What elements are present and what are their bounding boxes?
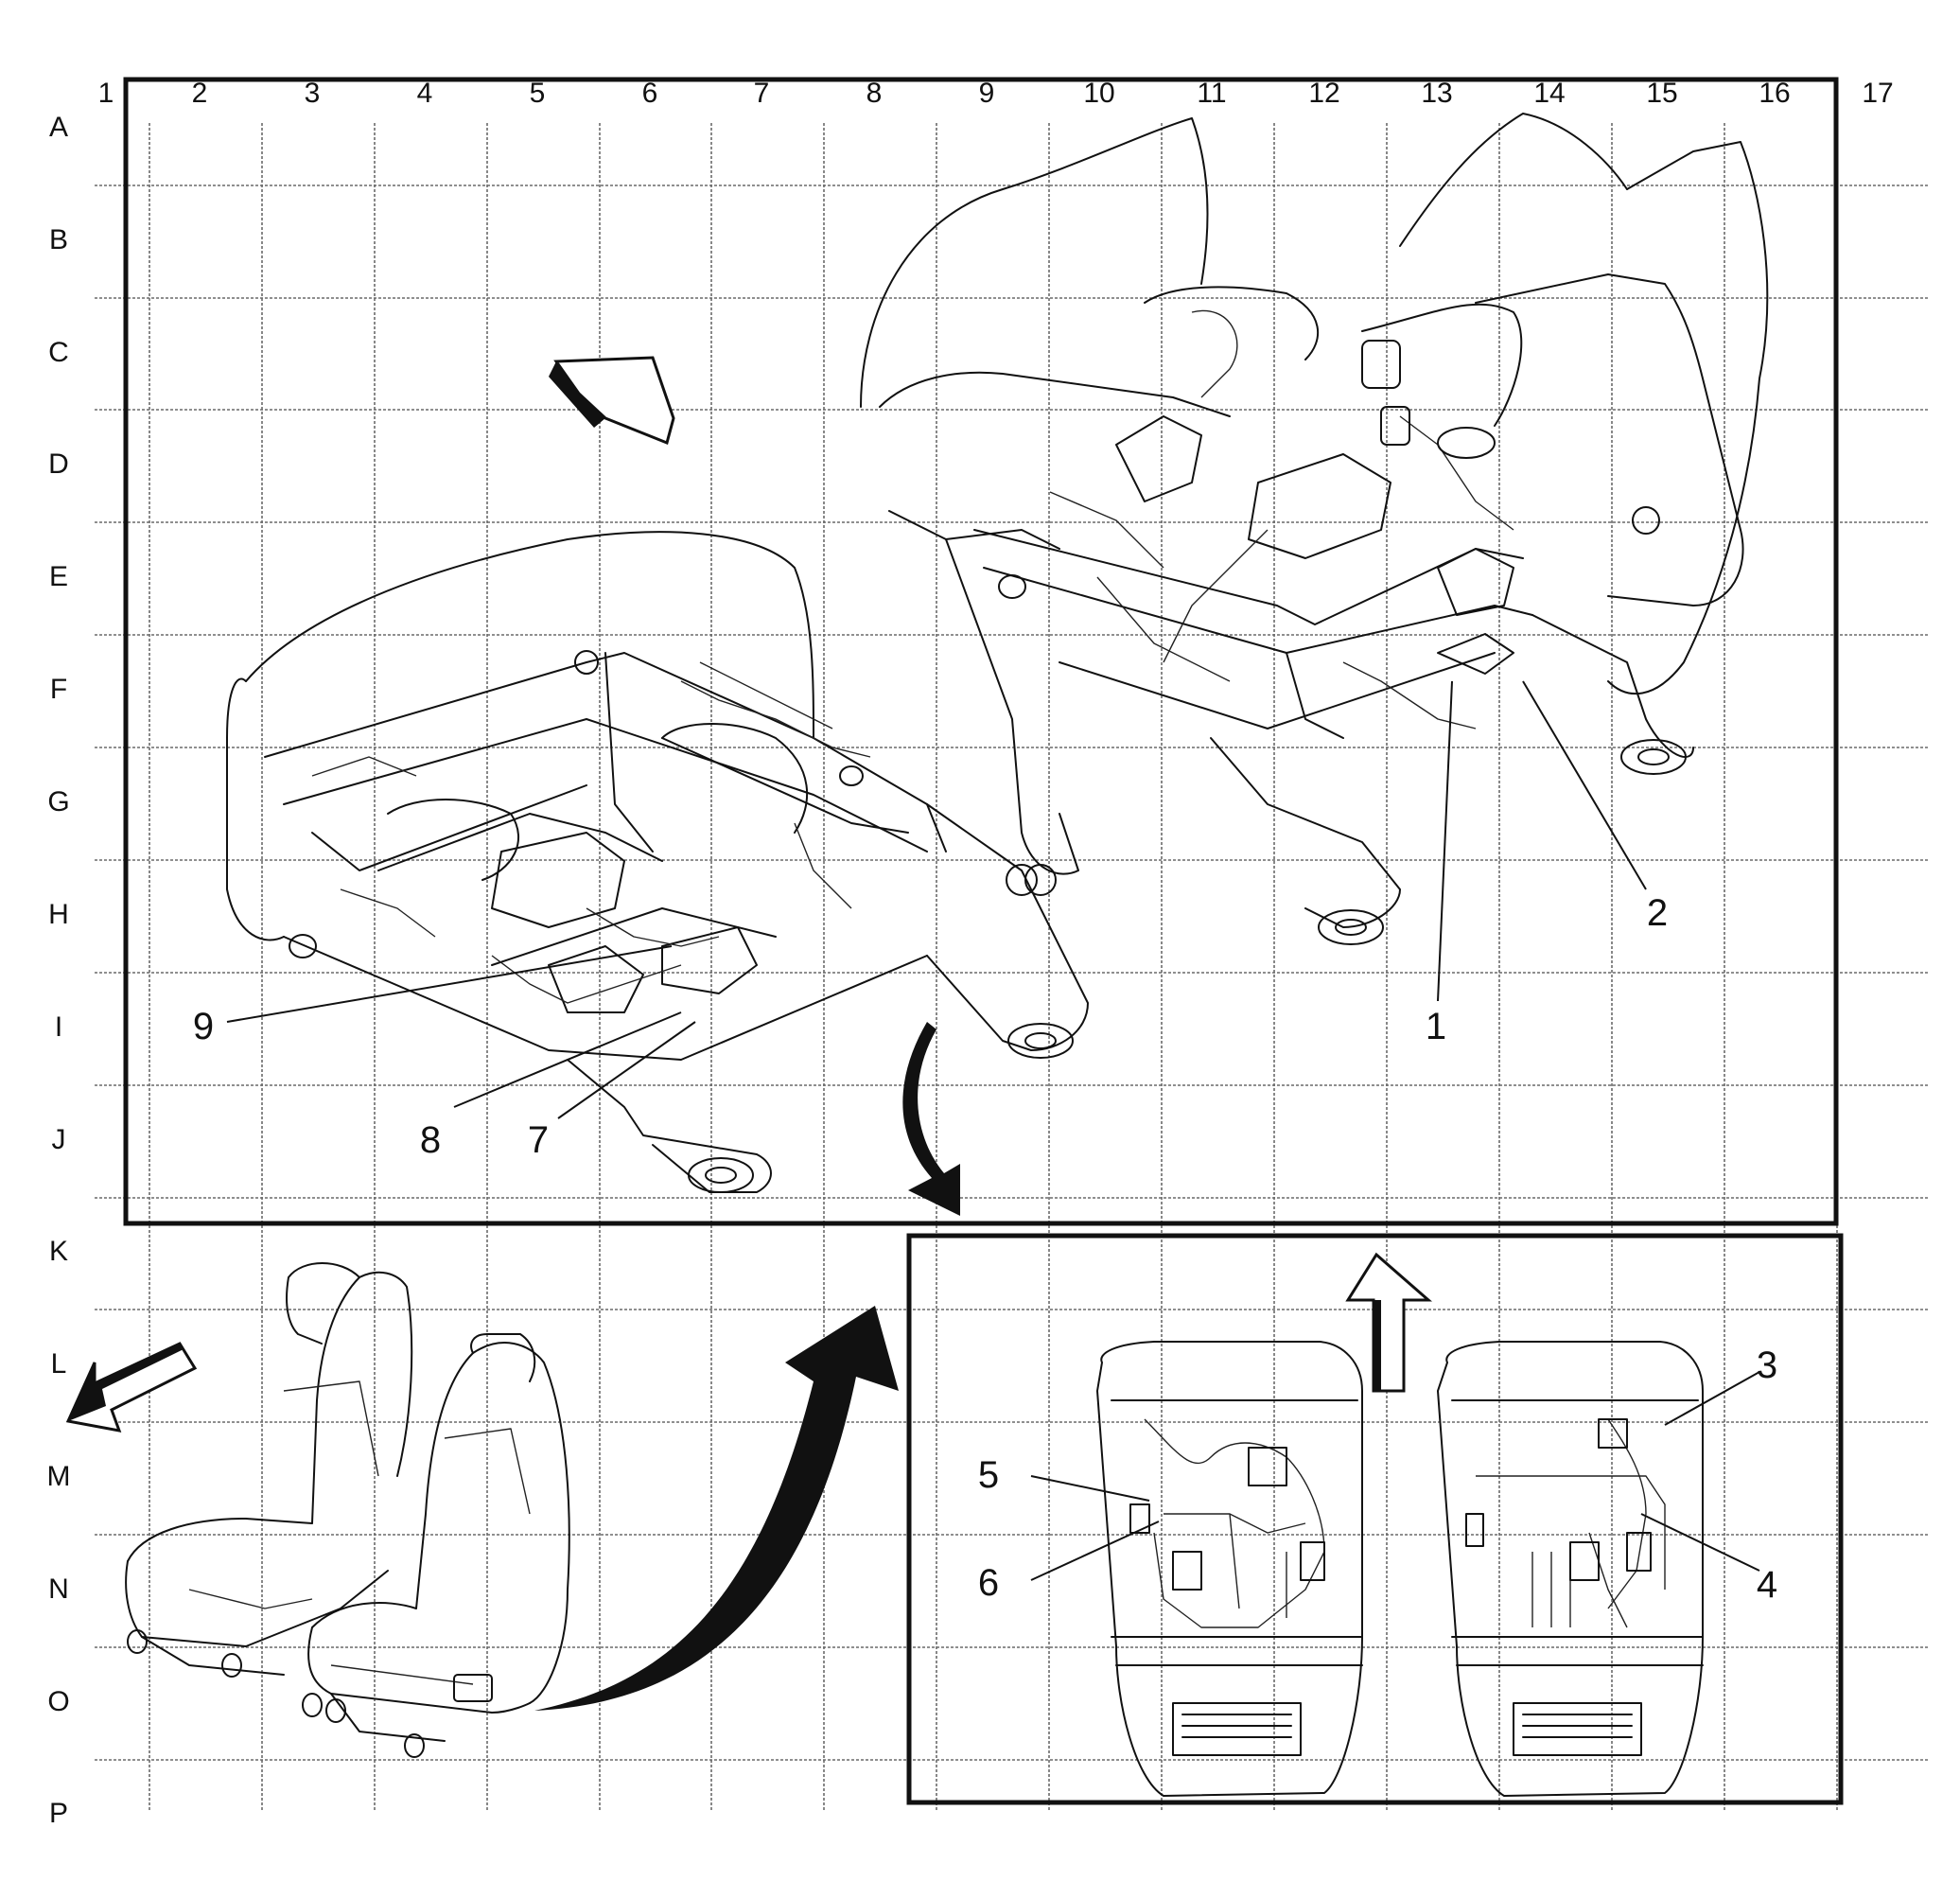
row-label-i: I: [55, 1011, 62, 1043]
col-label-8: 8: [866, 78, 883, 109]
callout-6: 6: [978, 1562, 999, 1604]
callout-leaders: [226, 680, 1760, 1581]
col-label-13: 13: [1421, 78, 1452, 109]
detail-seat-bottom-left: [1096, 1341, 1363, 1797]
col-label-6: 6: [642, 78, 658, 109]
leader-line-1: [1437, 680, 1453, 1002]
detail-seat-bottom-right: [1437, 1341, 1704, 1797]
leader-line-2: [1522, 680, 1647, 890]
reference-grid: [95, 123, 1930, 1812]
leader-line-7: [557, 1021, 696, 1119]
leader-line-9: [226, 945, 673, 1023]
detail-view-frame: [906, 1233, 1844, 1805]
rear-seat-underside-illustration: [860, 113, 1769, 945]
leader-line-3: [1664, 1371, 1760, 1426]
row-label-b: B: [49, 224, 68, 255]
col-label-10: 10: [1083, 78, 1114, 109]
row-label-k: K: [49, 1236, 68, 1267]
row-label-n: N: [48, 1573, 69, 1605]
main-to-detail-arrow: [902, 1022, 960, 1216]
col-label-3: 3: [305, 78, 321, 109]
row-label-a: A: [49, 112, 68, 143]
leader-line-4: [1640, 1513, 1760, 1572]
callout-8: 8: [420, 1119, 441, 1161]
col-label-4: 4: [417, 78, 433, 109]
row-label-h: H: [48, 899, 69, 930]
col-label-12: 12: [1308, 78, 1339, 109]
col-label-1: 1: [98, 78, 114, 109]
front-direction-arrow: [549, 356, 675, 446]
main-view-frame: [123, 77, 1839, 1226]
callout-4: 4: [1757, 1564, 1777, 1606]
row-label-g: G: [47, 786, 69, 817]
callout-2: 2: [1647, 892, 1668, 934]
col-label-9: 9: [979, 78, 995, 109]
row-label-j: J: [52, 1124, 66, 1155]
col-label-2: 2: [192, 78, 208, 109]
callout-7: 7: [528, 1119, 549, 1161]
col-label-7: 7: [754, 78, 770, 109]
col-label-16: 16: [1759, 78, 1790, 109]
col-label-5: 5: [530, 78, 546, 109]
callout-5: 5: [978, 1454, 999, 1496]
row-label-m: M: [47, 1461, 71, 1492]
front-seat-underside-illustration: [226, 531, 1089, 1193]
overview-forward-arrow: [65, 1342, 198, 1433]
leader-line-8: [453, 1011, 682, 1108]
callout-numbers: 1 2 3 4 5 6 7 8 9: [193, 892, 1777, 1606]
col-label-17: 17: [1862, 78, 1893, 109]
overview-seats-illustration: [125, 1262, 570, 1758]
callout-9: 9: [193, 1006, 214, 1047]
row-label-l: L: [51, 1348, 67, 1380]
col-label-15: 15: [1646, 78, 1677, 109]
row-label-e: E: [49, 561, 68, 592]
col-label-11: 11: [1197, 78, 1226, 109]
callout-1: 1: [1426, 1006, 1446, 1047]
callout-3: 3: [1757, 1345, 1777, 1386]
row-labels: A B C D E F G H I J K L M N O P: [47, 112, 71, 1829]
row-label-c: C: [48, 337, 69, 368]
overview-to-main-arrow: [534, 1306, 899, 1711]
leader-line-6: [1030, 1521, 1160, 1581]
detail-up-arrow: [1345, 1252, 1432, 1393]
row-label-p: P: [49, 1798, 68, 1829]
col-label-14: 14: [1533, 78, 1565, 109]
row-label-o: O: [47, 1686, 69, 1717]
row-label-f: F: [50, 674, 67, 705]
column-labels: 1 2 3 4 5 6 7 8 9 10 11 12 13 14 15 16 1…: [98, 78, 1894, 109]
row-label-d: D: [48, 448, 69, 480]
leader-line-5: [1030, 1475, 1150, 1502]
